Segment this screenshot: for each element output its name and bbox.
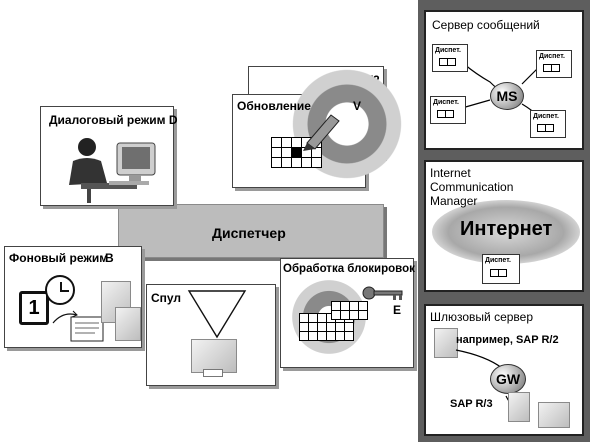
printer-paper [203, 369, 223, 377]
clock-icon [45, 275, 75, 305]
enqueue-table-grid-back [331, 301, 368, 320]
printer-icon [191, 339, 237, 373]
enqueue-label: Обработка блокировок [283, 263, 415, 275]
dialog-card: Диалоговый режим D [40, 106, 178, 206]
dialog-label: Диалоговый режим D [49, 113, 178, 127]
spool-arrow-icon [187, 290, 247, 339]
job-document-icon [52, 310, 104, 342]
msg-dispatcher-node-3: Диспет. [430, 96, 466, 124]
icm-dispatcher-node: Диспет. [482, 254, 520, 284]
background-letter: B [105, 251, 114, 265]
icm-title-line3: Manager [430, 194, 478, 208]
r2-server-icon [434, 328, 458, 358]
gateway-title: Шлюзовый сервер [430, 310, 534, 324]
update-label: Обновление [237, 99, 311, 113]
gateway-hub-label: GW [495, 371, 521, 387]
background-card: Фоновый режим B 1 [4, 246, 142, 348]
enqueue-letter: E [393, 303, 402, 317]
message-server-title: Сервер сообщений [432, 18, 540, 32]
icm-title-line2: Communication [430, 180, 514, 194]
message-server-hub: MS [490, 82, 524, 110]
msg-dispatcher-node-1: Диспет. [432, 44, 468, 72]
icm-box: Internet Communication Manager Интернет … [424, 160, 584, 292]
msg-dispatcher-node-2: Диспет. [536, 50, 572, 78]
update-letter: V [353, 99, 362, 113]
message-server-box: Сервер сообщений Диспет. Диспет. Диспет.… [424, 10, 584, 150]
icm-cloud-label: Интернет [460, 218, 553, 240]
r3-server-icon-2 [538, 402, 570, 428]
icm-cloud [432, 200, 580, 264]
enqueue-card: Обработка блокировок E [280, 258, 415, 368]
gateway-hub: GW [490, 364, 526, 394]
r3-server-icon-1 [508, 392, 530, 422]
gateway-example-label: например, SAP R/2 [456, 334, 559, 346]
dispatcher-bar [118, 204, 384, 258]
dispatcher-label: Диспетчер [212, 225, 286, 241]
pencil-icon [303, 114, 340, 151]
msg-dispatcher-node-4: Диспет. [530, 110, 566, 138]
background-label: Фоновый режим [9, 251, 109, 265]
update-card: Обновление V [232, 69, 407, 188]
icm-title-line1: Internet [430, 166, 471, 180]
spool-label: Спул [151, 291, 182, 305]
calendar-icon: 1 [19, 291, 49, 325]
workstation-person-icon [69, 138, 156, 203]
update-table-grid [271, 137, 322, 168]
key-icon [362, 286, 403, 300]
spool-card: Спул S [146, 284, 276, 386]
gateway-box: Шлюзовый сервер например, SAP R/2 GW SAP… [424, 304, 584, 436]
calendar-day: 1 [28, 296, 40, 319]
message-server-hub-label: MS [496, 88, 518, 104]
gateway-r3-label: SAP R/3 [450, 398, 493, 410]
server-icon-short [115, 307, 141, 341]
